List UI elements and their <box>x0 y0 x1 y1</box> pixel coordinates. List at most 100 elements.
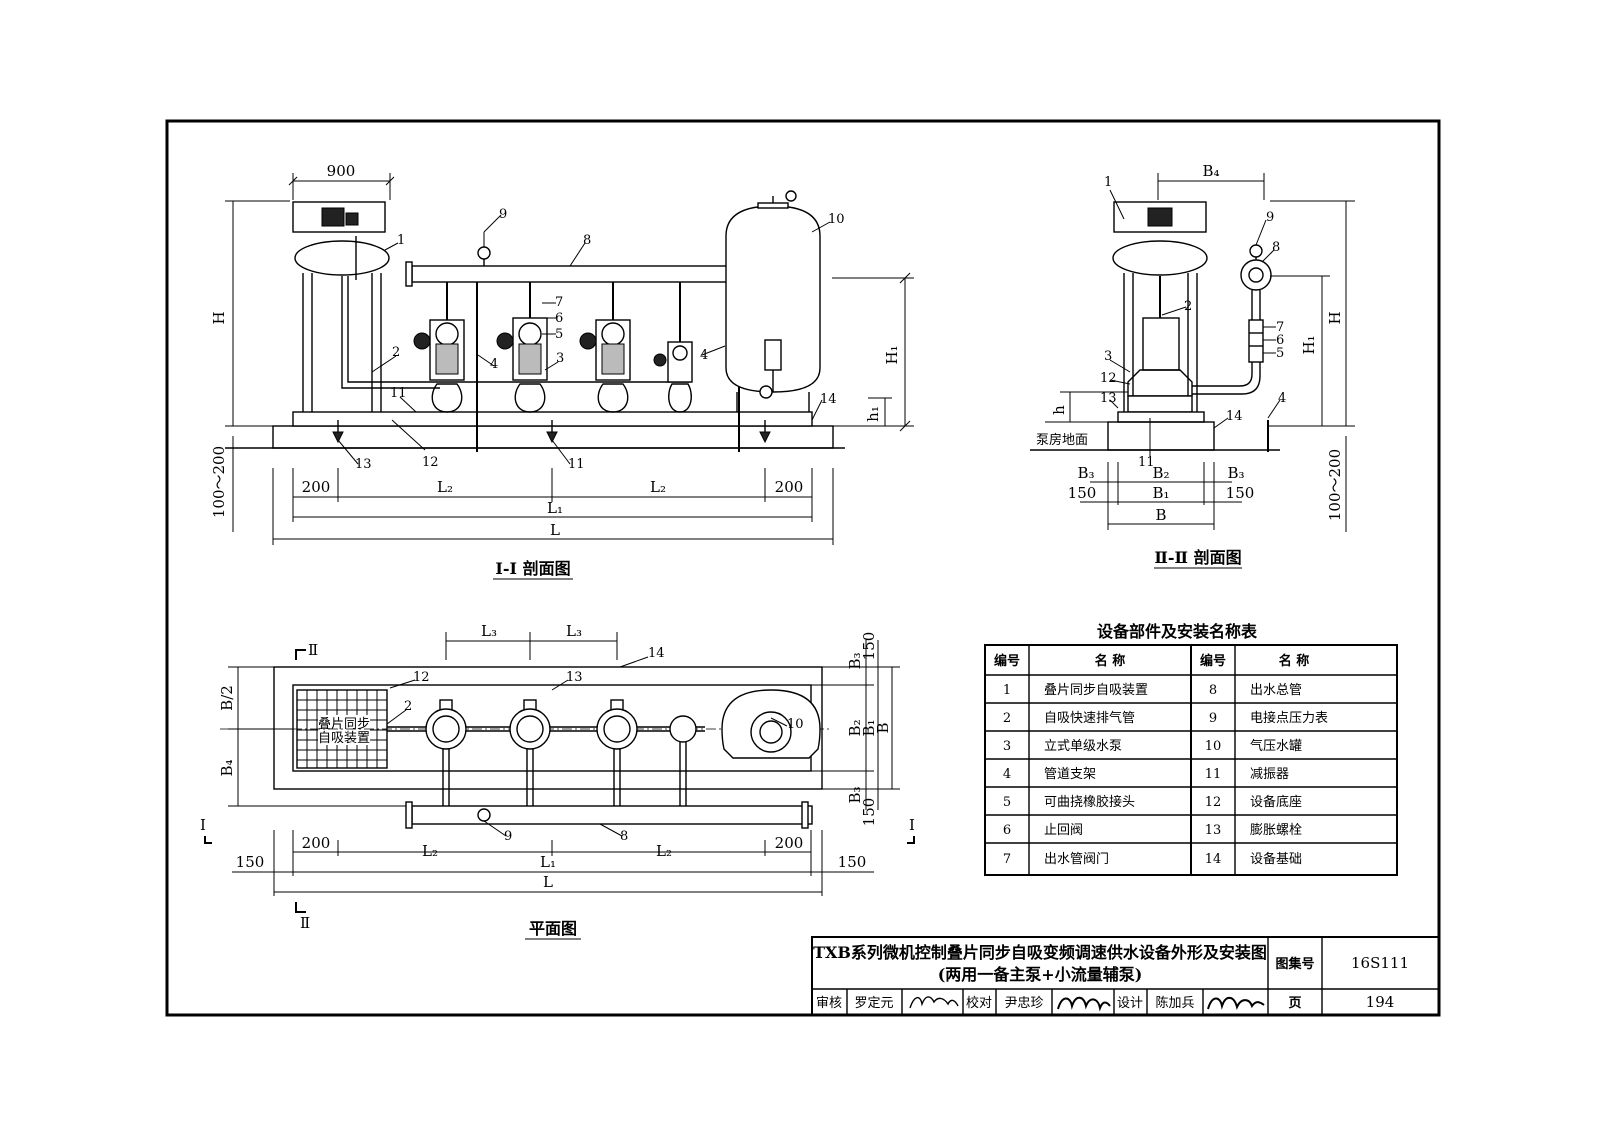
plan-pump-2 <box>509 699 551 806</box>
design-label: 设计 <box>1117 996 1143 1011</box>
check-name: 尹忠珍 <box>1004 996 1043 1011</box>
drawing-title-1: TXB系列微机控制叠片同步自吸变频调速供水设备外形及安装图 <box>813 943 1267 962</box>
sheet-border <box>165 119 1441 1017</box>
row-10-no: 10 <box>1205 739 1222 754</box>
dim-200-left: 200 <box>302 478 331 496</box>
svg-text:8: 8 <box>583 233 591 248</box>
svg-text:10: 10 <box>828 212 845 227</box>
svg-text:2: 2 <box>404 699 412 714</box>
parts-table: 设备部件及安装名称表 编号 名 称 编号 名 称 1 叠片同步自吸装置 2 自吸… <box>984 622 1398 876</box>
plan-pump-1 <box>425 699 467 806</box>
pump-1 <box>413 282 465 413</box>
pump-3 <box>579 282 631 413</box>
dim-200-right: 200 <box>775 478 804 496</box>
check-label: 校对 <box>966 995 992 1011</box>
svg-text:12: 12 <box>413 670 430 685</box>
dim-B-plan: B <box>874 722 892 733</box>
plan-title: 平面图 <box>529 919 577 938</box>
dim-150-top: 150 <box>860 632 878 661</box>
row-6-no: 6 <box>1003 823 1011 838</box>
dim-150-bottom: 150 <box>860 798 878 827</box>
dim-H1-side: H₁ <box>1300 335 1318 354</box>
dim-150-right-side: 150 <box>1226 484 1255 502</box>
dim-B2-side: B₂ <box>1152 464 1169 482</box>
svg-text:6: 6 <box>1276 333 1284 348</box>
svg-text:5: 5 <box>555 327 563 342</box>
row-1-no: 1 <box>1003 683 1011 698</box>
svg-text:7: 7 <box>1276 320 1284 335</box>
drawing-title-2: (两用一备主泵+小流量辅泵) <box>938 965 1143 984</box>
review-signature <box>909 996 959 1009</box>
atlas-number: 16S111 <box>1351 954 1409 972</box>
svg-text:4: 4 <box>1278 391 1286 406</box>
pump-2 <box>496 282 548 413</box>
dim-B1-side: B₁ <box>1152 484 1169 502</box>
dim-H: H <box>210 311 228 324</box>
row-12-name: 设备底座 <box>1250 794 1302 810</box>
row-11-no: 11 <box>1205 767 1222 782</box>
svg-text:13: 13 <box>355 457 372 472</box>
section2-title: Ⅱ-Ⅱ 剖面图 <box>1154 548 1241 567</box>
row-3-name: 立式单级水泵 <box>1044 739 1122 754</box>
row-9-no: 9 <box>1209 711 1217 726</box>
row-12-no: 12 <box>1205 795 1222 810</box>
hdr-name-left: 名 称 <box>1095 653 1126 669</box>
row-7-no: 7 <box>1003 852 1011 867</box>
dim-L2-right-plan: L₂ <box>656 842 672 860</box>
design-signature <box>1207 996 1265 1010</box>
dim-L3-left: L₃ <box>481 622 497 640</box>
device-label-1: 叠片同步 <box>318 717 370 732</box>
row-8-name: 出水总管 <box>1250 683 1302 698</box>
section1-callouts: 1 2 3 4 5 6 7 8 9 10 11 12 13 1 <box>337 207 845 472</box>
svg-text:11: 11 <box>1138 455 1155 470</box>
dim-150-left-side: 150 <box>1068 484 1097 502</box>
row-10-name: 气压水罐 <box>1250 738 1302 754</box>
row-6-name: 止回阀 <box>1044 823 1083 838</box>
svg-text:9: 9 <box>1266 210 1274 225</box>
dim-900: 900 <box>327 162 356 180</box>
row-3-no: 3 <box>1003 739 1011 754</box>
row-9-name: 电接点压力表 <box>1250 710 1328 726</box>
dim-B4-side: B₄ <box>1202 162 1219 180</box>
dim-L2-left-plan: L₂ <box>422 842 438 860</box>
hdr-name-right: 名 称 <box>1279 653 1310 669</box>
dim-200-right-plan: 200 <box>775 834 804 852</box>
row-5-name: 可曲挠橡胶接头 <box>1044 794 1135 810</box>
row-14-no: 14 <box>1205 852 1222 867</box>
svg-text:14: 14 <box>820 392 837 407</box>
svg-text:14: 14 <box>648 646 665 661</box>
section1-title: Ⅰ-Ⅰ 剖面图 <box>495 559 570 578</box>
svg-text:3: 3 <box>556 351 564 366</box>
row-14-name: 设备基础 <box>1250 851 1302 867</box>
svg-text:14: 14 <box>1226 409 1243 424</box>
plan-mark-I-right: Ⅰ <box>909 816 915 834</box>
dim-h1: h₁ <box>864 406 882 422</box>
atlas-label: 图集号 <box>1275 956 1314 972</box>
design-name: 陈加兵 <box>1155 995 1194 1011</box>
svg-text:10: 10 <box>787 717 804 732</box>
svg-text:12: 12 <box>422 455 439 470</box>
svg-text:2: 2 <box>392 345 400 360</box>
dim-L3-right: L₃ <box>566 622 582 640</box>
dim-B-half: B/2 <box>218 685 236 711</box>
dim-B3-bottom: B₃ <box>846 786 864 803</box>
row-2-name: 自吸快速排气管 <box>1044 710 1135 726</box>
dim-B3-top: B₃ <box>846 652 864 669</box>
svg-text:13: 13 <box>1100 391 1117 406</box>
page-label: 页 <box>1288 996 1301 1011</box>
row-13-no: 13 <box>1205 823 1222 838</box>
dim-150-left-plan: 150 <box>236 853 265 871</box>
parts-table-title: 设备部件及安装名称表 <box>1097 622 1258 641</box>
dim-B3-right-side: B₃ <box>1227 464 1244 482</box>
title-block: TXB系列微机控制叠片同步自吸变频调速供水设备外形及安装图 (两用一备主泵+小流… <box>811 936 1440 1016</box>
svg-text:5: 5 <box>1276 346 1284 361</box>
dim-H-side: H <box>1326 311 1344 324</box>
plan-tank <box>721 689 821 759</box>
page-number: 194 <box>1366 993 1395 1011</box>
plan-mark-I-left: Ⅰ <box>200 816 206 834</box>
svg-text:3: 3 <box>1104 349 1112 364</box>
svg-text:7: 7 <box>555 295 563 310</box>
row-4-name: 管道支架 <box>1044 767 1096 782</box>
dim-B2-plan: B₂ <box>846 719 864 736</box>
